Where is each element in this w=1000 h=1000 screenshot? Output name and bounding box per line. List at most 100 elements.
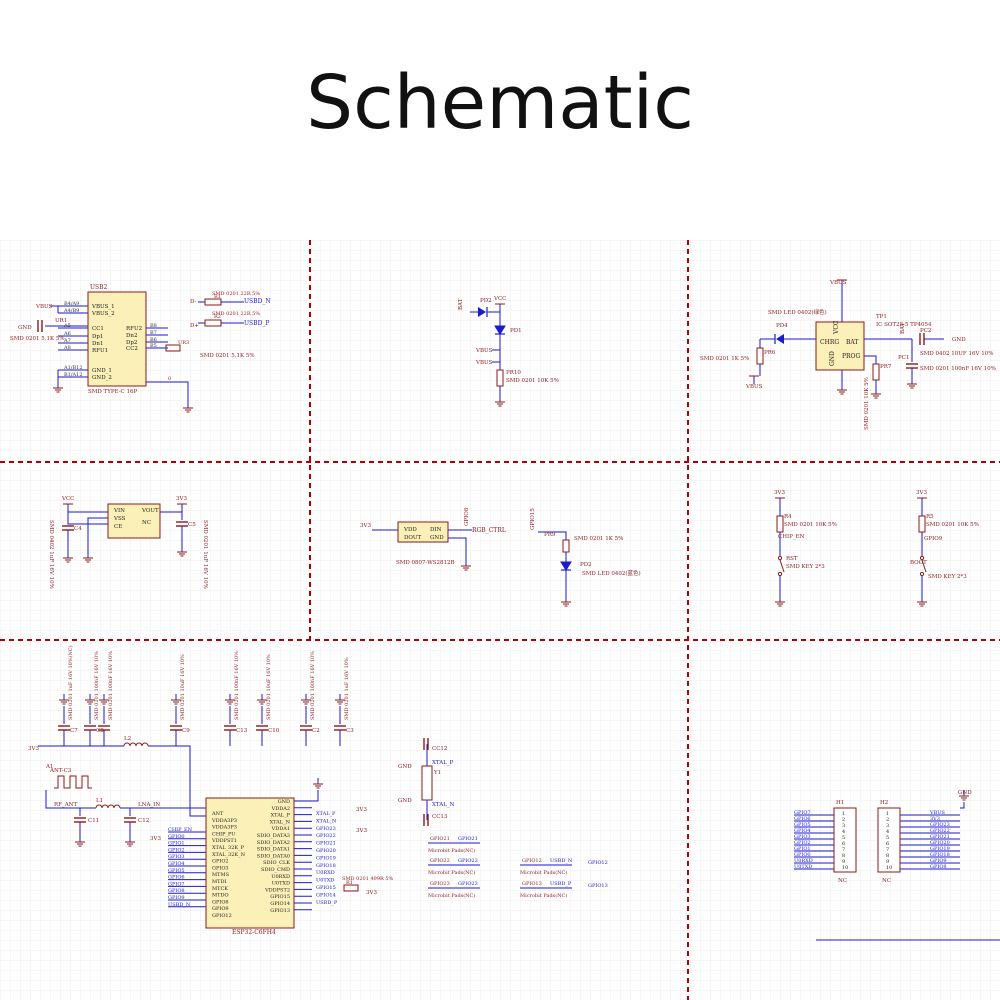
label-text: PD4 [776, 323, 788, 329]
label-text: VBUS [929, 810, 945, 816]
label-text: 3V3 [360, 523, 371, 529]
key-contact [919, 555, 925, 561]
led-pd4 [776, 334, 784, 344]
label-text: USBD_P [316, 900, 338, 906]
label-text: VDDA2 [271, 806, 290, 812]
usb-connector-body [87, 291, 147, 387]
label-text: 10 [886, 865, 892, 871]
label-text: Dp2 [126, 340, 137, 346]
label-text: GND_2 [92, 375, 112, 381]
label-text: 3V3 [930, 816, 940, 822]
diode [494, 325, 506, 335]
label-text: GPIO7 [168, 881, 185, 887]
label-text: SMD 0201 499R 5% [342, 876, 394, 882]
label-text: USB2 [90, 284, 108, 291]
label-text: GND [430, 535, 444, 541]
label-text: SMD 0201 22R 5% [212, 311, 260, 317]
label-text: D+ [190, 323, 199, 329]
label-text: NC [142, 520, 151, 526]
label-text: SMD 0201 1uF 16V 10% [344, 657, 350, 720]
label-text: RST [786, 556, 798, 562]
usb-shield-wire [146, 381, 189, 402]
label-text: SDIO_CMD [261, 867, 290, 873]
label-text: GPIO2 [212, 859, 229, 865]
resistor [343, 884, 359, 892]
label-text: 3V3 [150, 836, 161, 842]
label-text: VDDA3P3 [211, 825, 237, 831]
label-text: USBD_N [550, 858, 573, 864]
key-contact [777, 555, 783, 561]
label-text: GND [952, 337, 966, 343]
label-text: DOUT [404, 535, 422, 541]
label-text: PD2 [580, 562, 592, 568]
label-text: PD1 [510, 328, 522, 334]
resistor [204, 298, 222, 306]
label-text: GND [18, 325, 32, 331]
label-text: R2 [214, 314, 221, 320]
label-text: SMD KEY 2*3 [928, 574, 967, 580]
label-text: GPIO5 [168, 868, 185, 874]
label-text: SMD TYPE-C 16P [88, 389, 137, 395]
label-text: U0RXD [794, 858, 813, 864]
label-text: 8 [842, 853, 845, 859]
label-text: GPIO19 [930, 846, 950, 852]
label-text: CC1 [92, 326, 104, 332]
label-text: VDDPST2 [264, 887, 290, 893]
label-text: 7 [842, 847, 845, 853]
label-text: C9 [182, 728, 190, 734]
label-text: VSS [113, 516, 126, 522]
label-text: Microbit Pads(NC) [428, 869, 475, 876]
label-text: GPIO22 [430, 858, 450, 864]
label-text: XTAL_P [432, 760, 454, 766]
label-text: GPIO12 [588, 860, 608, 866]
label-text: XTAL_P [271, 813, 291, 819]
label-text: MTDI [212, 879, 226, 885]
label-text: U0RXD [271, 874, 290, 880]
label-text: Dn1 [92, 341, 103, 347]
label-text: D- [190, 299, 197, 305]
label-text: C11 [88, 818, 99, 824]
label-text: C3 [346, 728, 354, 734]
label-text: VBUS_2 [91, 311, 115, 317]
label-text: 5 [842, 835, 845, 841]
label-text: VBUS [35, 304, 53, 310]
label-text: GPIO23 [458, 881, 478, 887]
label-text: R1 [214, 294, 221, 300]
label-text: GPIO19 [316, 855, 336, 861]
label-text: U0RXD [316, 870, 335, 876]
label-text: SMD 0201 10uF 16V 10% [180, 654, 186, 720]
label-text: GPIO15 [270, 894, 290, 900]
label-text: GPIO1 [168, 841, 185, 847]
rf-rail-wire [148, 745, 206, 817]
ldo-vss-wire [87, 517, 108, 552]
diode [560, 561, 572, 571]
label-text: A6 [63, 331, 71, 337]
label-text: SMD 0201 100nF 16V 10% [920, 366, 996, 372]
resistor [165, 344, 181, 352]
header-h2-body [877, 807, 901, 873]
label-text: VCC [833, 320, 840, 335]
label-text: PROG [842, 353, 860, 360]
label-text: GPIO6 [794, 816, 811, 822]
label-text: GPIO21 [930, 834, 950, 840]
label-text: SDIO_DATA2 [257, 840, 290, 846]
key-switch [921, 559, 927, 573]
label-text: GPIO3 [794, 834, 811, 840]
resistor [204, 319, 222, 327]
label-text: SDIO_DATA1 [257, 847, 290, 853]
label-text: C13 [236, 728, 248, 734]
label-text: 9 [842, 859, 845, 865]
label-text: Y1 [433, 770, 441, 776]
label-text: SMD LED 0402(蓝色) [582, 569, 641, 577]
ldo-vout-wire [160, 511, 183, 520]
label-text: RFU1 [92, 348, 108, 354]
label-text: 2 [886, 817, 889, 823]
label-text: VBUS [475, 348, 493, 354]
inductor [95, 804, 121, 809]
label-text: 8 [886, 853, 889, 859]
label-text: GPIO20 [316, 848, 336, 854]
label-text: SMD 0201 5.1K 5% [10, 336, 65, 342]
label-text: 7 [886, 847, 889, 853]
label-text: SMD 0201 10K 5% [506, 378, 559, 384]
label-text: H2 [880, 800, 888, 806]
